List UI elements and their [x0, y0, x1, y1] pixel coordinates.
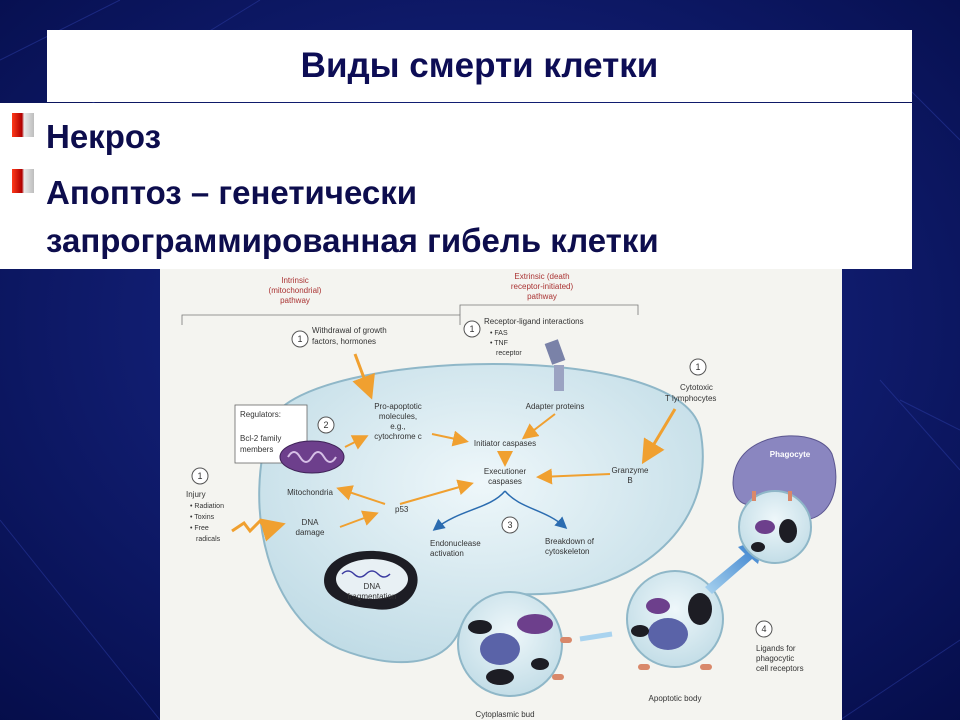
svg-text:e.g.,: e.g.,	[390, 422, 406, 431]
cytoplasmic-bud-cell: Cytoplasmic bud	[457, 591, 572, 719]
svg-text:Ligands for: Ligands for	[756, 644, 796, 653]
svg-text:Executioner: Executioner	[484, 467, 527, 476]
extrinsic-pathway-header: Extrinsic (death receptor-initiated) pat…	[511, 272, 574, 301]
svg-text:activation: activation	[430, 549, 464, 558]
svg-text:Bcl-2 family: Bcl-2 family	[240, 434, 281, 443]
svg-text:Endonuclease: Endonuclease	[430, 539, 481, 548]
step1-cytotoxic-t-lymphocytes: 1 Cytotoxic T lymphocytes	[641, 358, 716, 465]
intrinsic-pathway-header: Intrinsic (mitochondrial) pathway	[269, 276, 322, 305]
svg-text:• Free: • Free	[190, 525, 209, 532]
svg-text:1: 1	[469, 324, 474, 334]
svg-text:Intrinsic: Intrinsic	[281, 276, 309, 285]
bullet-list: Некроз Апоптоз – генетически запрограмми…	[0, 103, 912, 269]
svg-text:1: 1	[297, 334, 302, 344]
svg-text:factors, hormones: factors, hormones	[312, 337, 376, 346]
svg-text:receptor: receptor	[496, 350, 522, 357]
square-bullet-icon	[12, 113, 34, 137]
svg-text:damage: damage	[296, 528, 325, 537]
executioner-caspases-label: Executioner caspases	[484, 467, 527, 486]
svg-text:fragmentation: fragmentation	[348, 592, 397, 601]
svg-text:• TNF: • TNF	[490, 340, 508, 347]
svg-text:Breakdown of: Breakdown of	[545, 537, 595, 546]
bullet-item-necrosis: Некроз	[12, 109, 161, 165]
svg-text:pathway: pathway	[280, 296, 310, 305]
bullet-text: Некроз	[46, 118, 161, 155]
svg-text:DNA: DNA	[302, 518, 320, 527]
step1-growth-withdrawal: 1 Withdrawal of growth factors, hormones	[291, 326, 387, 400]
adapter-proteins-label: Adapter proteins	[526, 402, 585, 411]
svg-text:• FAS: • FAS	[490, 330, 508, 337]
apoptotic-body-cell: Apoptotic body	[626, 570, 724, 703]
svg-text:caspases: caspases	[488, 477, 522, 486]
svg-text:pathway: pathway	[527, 292, 557, 301]
square-bullet-icon	[12, 169, 34, 193]
step4-ligands: 4 Ligands for phagocytic cell receptors	[755, 620, 804, 673]
svg-text:cytochrome c: cytochrome c	[374, 432, 422, 441]
svg-text:molecules,: molecules,	[379, 412, 417, 421]
pro-apoptotic-molecules: Pro-apoptotic molecules, e.g., cytochrom…	[374, 402, 422, 441]
svg-text:Mitochondria: Mitochondria	[287, 488, 333, 497]
svg-text:phagocytic: phagocytic	[756, 654, 794, 663]
svg-text:Pro-apoptotic: Pro-apoptotic	[374, 402, 422, 411]
initiator-caspases-label: Initiator caspases	[474, 439, 536, 448]
svg-text:Extrinsic (death: Extrinsic (death	[514, 272, 569, 281]
fragmented-nucleus: DNA fragmentation	[324, 550, 418, 610]
svg-text:Phagocyte: Phagocyte	[770, 450, 811, 459]
dna-damage-label: DNA damage	[296, 518, 325, 537]
svg-text:• Radiation: • Radiation	[190, 503, 224, 510]
step1-injury: 1 Injury • Radiation • Toxins • Free rad…	[186, 467, 286, 543]
svg-text:1: 1	[197, 471, 202, 481]
step1-receptor-ligand: 1 Receptor-ligand interactions • FAS • T…	[463, 317, 584, 391]
svg-text:Regulators:: Regulators:	[240, 410, 281, 419]
step2-mitochondria: 2 Mitochondria	[279, 416, 345, 497]
svg-text:Cytoplasmic bud: Cytoplasmic bud	[475, 710, 534, 719]
svg-text:(mitochondrial): (mitochondrial)	[269, 286, 322, 295]
apoptosis-pathway-figure: Intrinsic (mitochondrial) pathway Extrin…	[160, 269, 842, 720]
bullet-text: Апоптоз – генетически	[46, 174, 418, 211]
phagocyte-cell: Phagocyte	[732, 435, 837, 564]
svg-text:members: members	[240, 445, 273, 454]
svg-text:1: 1	[695, 362, 700, 372]
svg-text:cytoskeleton: cytoskeleton	[545, 547, 589, 556]
slide-title: Виды смерти клетки	[300, 46, 659, 85]
svg-text:DNA: DNA	[364, 582, 382, 591]
svg-text:Cytotoxic: Cytotoxic	[680, 383, 713, 392]
svg-text:Apoptotic body: Apoptotic body	[649, 694, 702, 703]
bullet-item-apoptosis: Апоптоз – генетически	[12, 165, 417, 221]
svg-text:Granzyme: Granzyme	[612, 466, 649, 475]
svg-text:Withdrawal of growth: Withdrawal of growth	[312, 326, 387, 335]
svg-text:3: 3	[507, 520, 512, 530]
svg-text:2: 2	[323, 420, 328, 430]
bullet-continuation: запрограммированная гибель клетки	[46, 213, 659, 269]
svg-text:T lymphocytes: T lymphocytes	[665, 394, 716, 403]
title-box: Виды смерти клетки	[47, 30, 912, 102]
svg-text:• Toxins: • Toxins	[190, 514, 215, 521]
step3-branch: 3 Endonuclease activation Breakdown of c…	[430, 490, 595, 558]
svg-text:B: B	[627, 476, 632, 485]
svg-text:4: 4	[761, 624, 766, 634]
p53-label: p53	[395, 505, 409, 514]
pathway-arrows	[336, 413, 611, 528]
svg-text:Receptor-ligand interactions: Receptor-ligand interactions	[484, 317, 584, 326]
svg-text:cell receptors: cell receptors	[756, 664, 804, 673]
bullet-text: запрограммированная гибель клетки	[46, 222, 659, 259]
svg-text:radicals: radicals	[196, 536, 221, 543]
bud-separation-arrow	[579, 631, 613, 642]
svg-text:Injury: Injury	[186, 490, 206, 499]
svg-text:receptor-initiated): receptor-initiated)	[511, 282, 574, 291]
granzyme-label: Granzyme B	[612, 466, 649, 485]
